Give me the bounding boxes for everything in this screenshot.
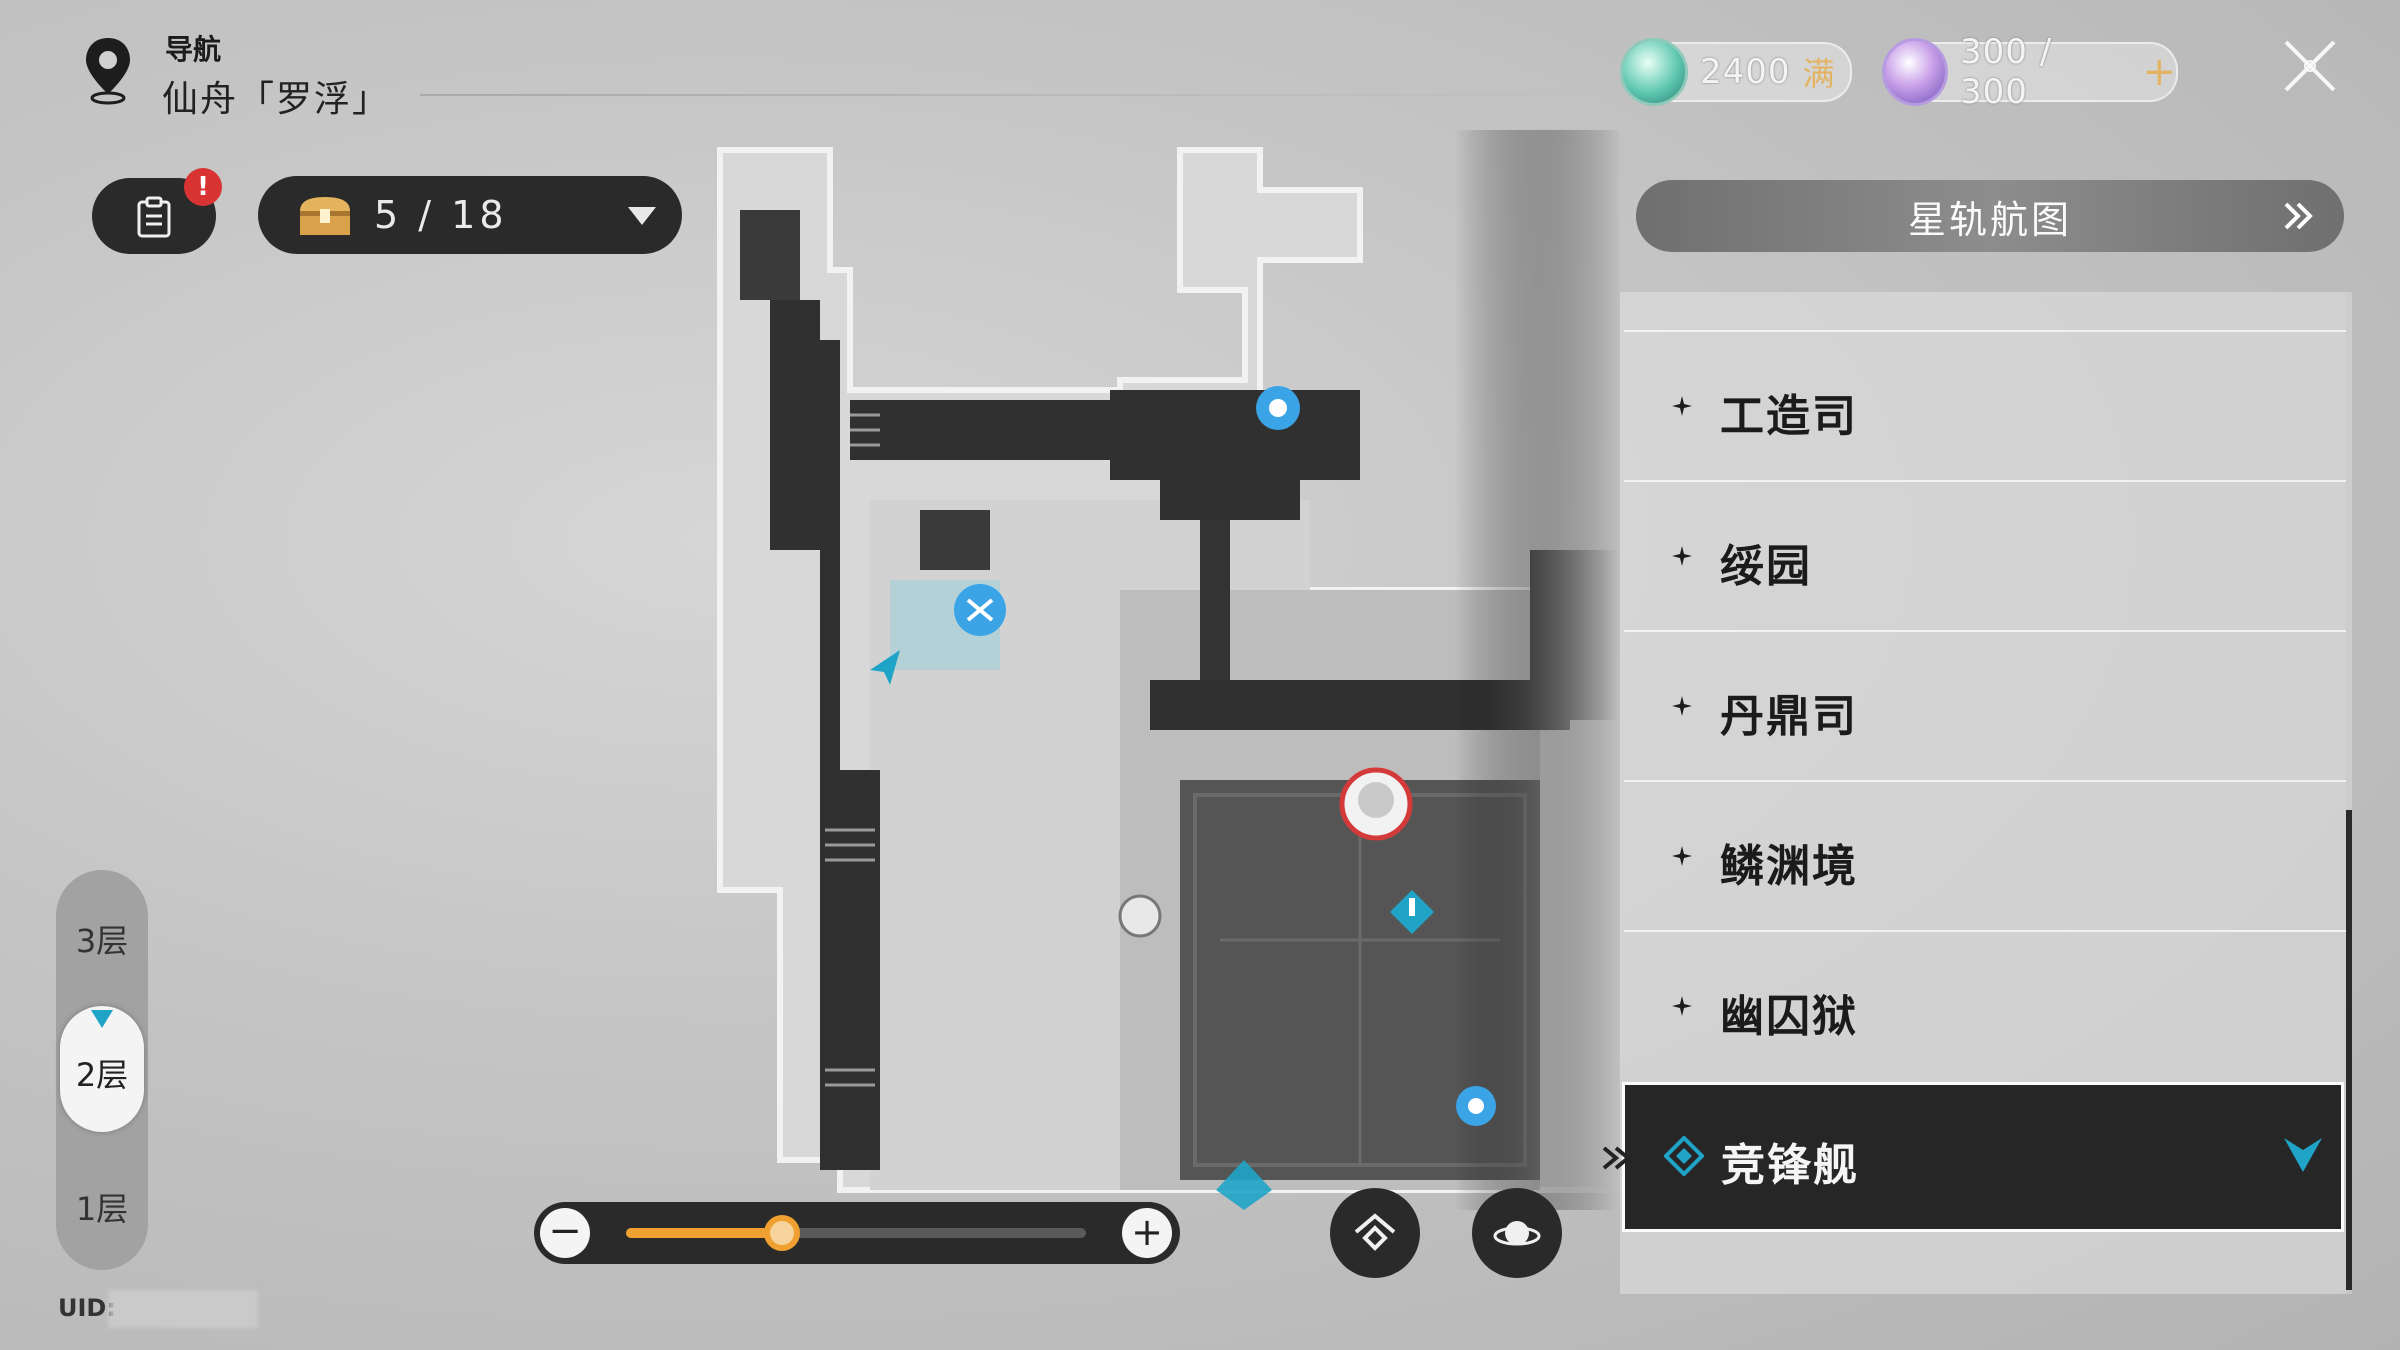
- nav-title: 导航: [165, 33, 222, 66]
- zoom-in-button[interactable]: +: [1122, 1208, 1172, 1258]
- current-area-diamond-icon: [1664, 1136, 1704, 1176]
- area-name: 幽囚狱: [1720, 991, 1858, 1042]
- mission-alert-badge: !: [184, 168, 222, 206]
- area-item[interactable]: 幽囚狱: [1624, 930, 2346, 1082]
- floor-2-button[interactable]: 2层: [75, 1056, 129, 1094]
- star-bullet-icon: [1672, 996, 1692, 1016]
- area-name: 绥园: [1720, 541, 1812, 592]
- add-power-button[interactable]: +: [2142, 49, 2176, 95]
- uid-label: UID:: [58, 1294, 116, 1322]
- area-name: 工造司: [1720, 391, 1858, 442]
- trailblaze-power-icon: [1620, 38, 1688, 106]
- area-name: 丹鼎司: [1720, 691, 1858, 742]
- area-list-scroll-thumb[interactable]: [2346, 810, 2352, 1290]
- close-icon[interactable]: [2278, 34, 2342, 98]
- star-rail-map-button[interactable]: 星轨航图: [1636, 180, 2344, 252]
- teleport-anchor-icon[interactable]: [1456, 1086, 1496, 1126]
- clipboard-icon: [137, 196, 171, 238]
- selection-arrow-icon: [1602, 1146, 1632, 1170]
- area-list-scrollbar[interactable]: [2346, 292, 2352, 1294]
- double-chevron-right-icon: [2284, 202, 2313, 230]
- trailblaze-power-value: 2400: [1700, 52, 1791, 92]
- area-name: 鳞渊境: [1720, 841, 1858, 892]
- star-rail-map-label: 星轨航图: [1907, 197, 2072, 242]
- trailblaze-power-counter[interactable]: 2400 满: [1620, 38, 1852, 106]
- floor-1-button[interactable]: 1层: [75, 1190, 129, 1228]
- zoom-slider-handle[interactable]: [764, 1215, 800, 1251]
- home-icon: [1354, 1213, 1396, 1251]
- location-check-icon: [2284, 1138, 2322, 1172]
- uid-value-redacted: [108, 1290, 258, 1328]
- floor-3-button[interactable]: 3层: [75, 922, 129, 960]
- chevron-down-icon[interactable]: [628, 207, 656, 225]
- area-item[interactable]: 工造司: [1624, 330, 2346, 482]
- zoom-slider-track[interactable]: [626, 1228, 1086, 1238]
- world-name: 仙舟「罗浮」: [162, 79, 391, 120]
- star-bullet-icon: [1672, 846, 1692, 866]
- player-arrow-icon: [870, 650, 900, 685]
- planet-icon: [1493, 1221, 1541, 1246]
- header-divider: [420, 94, 1600, 96]
- treasure-chest-icon: [300, 197, 350, 235]
- area-item-selected[interactable]: 竞锋舰: [1622, 1082, 2344, 1232]
- chest-count: 5 / 18: [374, 193, 508, 237]
- reserved-power-icon: [1882, 38, 1949, 106]
- space-anchor-icon[interactable]: [954, 584, 1006, 636]
- star-bullet-icon: [1672, 696, 1692, 716]
- character-marker-icon[interactable]: [1339, 767, 1413, 841]
- area-map[interactable]: [700, 130, 1620, 1210]
- reserved-power-value: 300 / 300: [1960, 32, 2053, 112]
- reserved-power-counter[interactable]: 300 / 300 +: [1882, 32, 2178, 112]
- star-bullet-icon: [1672, 546, 1692, 566]
- area-item[interactable]: 丹鼎司: [1624, 630, 2346, 782]
- zoom-out-button[interactable]: −: [540, 1208, 590, 1258]
- world-view-button[interactable]: [1472, 1188, 1562, 1278]
- area-name: 竞锋舰: [1721, 1140, 1859, 1191]
- zoom-slider-fill: [626, 1228, 782, 1238]
- mission-marker-icon[interactable]: [1390, 890, 1434, 934]
- location-pin-icon: [86, 38, 130, 105]
- area-item[interactable]: 绥园: [1624, 480, 2346, 632]
- current-floor-marker-icon: [91, 1010, 113, 1028]
- teleport-anchor-icon[interactable]: [1256, 386, 1300, 430]
- trailblaze-power-full-badge: 满: [1802, 55, 1835, 93]
- puzzle-marker-icon[interactable]: [1118, 894, 1162, 938]
- area-item[interactable]: 鳞渊境: [1624, 780, 2346, 932]
- area-entrance-icon[interactable]: [1216, 1160, 1272, 1210]
- recenter-button[interactable]: [1330, 1188, 1420, 1278]
- star-bullet-icon: [1672, 396, 1692, 416]
